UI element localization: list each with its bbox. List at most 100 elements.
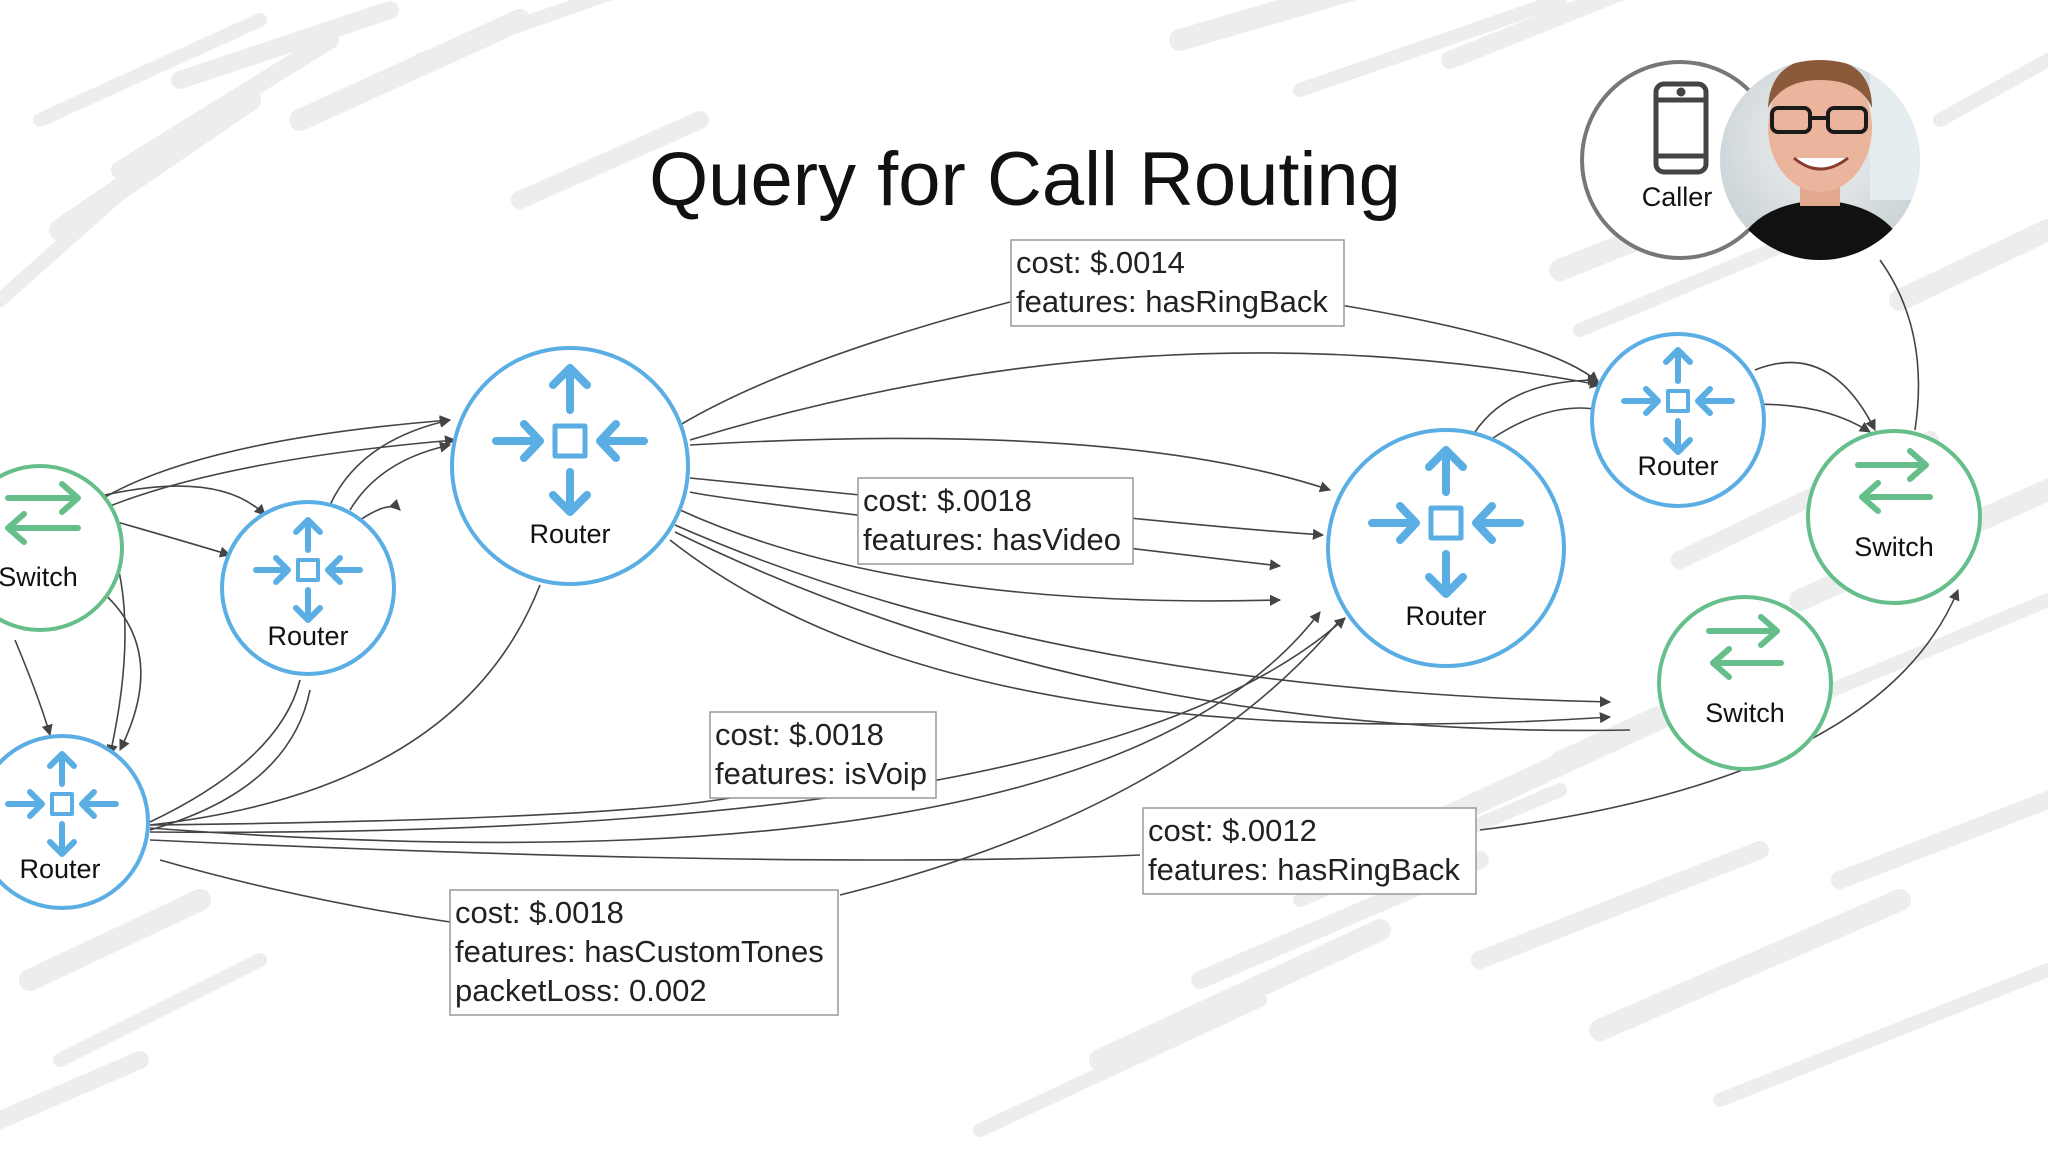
edge (104, 485, 266, 516)
background-stripe (413, 0, 613, 67)
edge (674, 531, 1631, 732)
edge-label-box (1010, 239, 1345, 327)
background-stripe (1889, 219, 2048, 311)
edge (99, 435, 457, 511)
switch-icon (1855, 448, 1933, 514)
router-node-small-left[interactable]: Router (220, 500, 396, 676)
edge (149, 584, 541, 826)
edge (689, 437, 1332, 493)
edge (1489, 407, 1601, 441)
edge-label-line: packetLoss: 0.002 (455, 973, 707, 1008)
edge (149, 611, 1321, 844)
edge (149, 689, 311, 831)
switch-label-left: Switch (0, 562, 78, 592)
edge-label: cost: $.0018 features: hasVideo (857, 477, 1134, 565)
edge-label-line: cost: $.0018 (715, 717, 884, 752)
edge-label-line: features: hasRingBack (1148, 852, 1460, 887)
edge (149, 839, 1141, 861)
slide-title: Query for Call Routing (649, 137, 1401, 222)
background-stripe (53, 953, 267, 1067)
background-stripe (0, 1051, 149, 1129)
background-stripe (1713, 963, 2048, 1107)
edge (159, 859, 451, 923)
caller-label: Caller (1642, 182, 1713, 212)
switch-icon (5, 481, 81, 545)
background-stripe (973, 993, 1267, 1137)
edge (99, 589, 142, 752)
edge (349, 441, 452, 511)
edge (359, 498, 401, 521)
router-label-bottom-left: Router (19, 854, 100, 884)
switch-node-right-top[interactable]: Switch (1806, 429, 1982, 605)
edge (329, 416, 452, 506)
caller-node[interactable]: Caller (1580, 60, 1780, 260)
edge (1879, 259, 1920, 431)
switch-label-right-bottom: Switch (1705, 698, 1785, 728)
router-icon (253, 517, 363, 623)
edge (679, 509, 1282, 606)
edge-label-box (709, 711, 937, 799)
edge (149, 679, 301, 823)
nodes: Switch Router Router (0, 60, 1982, 910)
edge (1339, 304, 1599, 383)
edge-label-box (449, 889, 839, 1016)
router-label-small-right: Router (1637, 451, 1718, 481)
edge (14, 639, 53, 737)
switch-node-right-bottom[interactable]: Switch (1657, 595, 1833, 771)
presenter-avatar (1720, 60, 1920, 260)
edge (689, 352, 1602, 441)
edge-label: cost: $.0014 features: hasRingBack (1010, 239, 1345, 327)
router-label-big-center: Router (529, 519, 610, 549)
router-node-big-right[interactable]: Router (1326, 428, 1566, 668)
router-node-small-right[interactable]: Router (1590, 332, 1766, 508)
router-icon (1368, 446, 1524, 598)
background-stripe (1089, 919, 1391, 1071)
edge (674, 524, 1612, 708)
edge-label-line: cost: $.0014 (1016, 245, 1185, 280)
edge-label-line: features: hasVideo (863, 522, 1121, 557)
edge (1474, 374, 1600, 433)
router-icon (5, 751, 119, 857)
background-stripe (1831, 791, 2048, 889)
edge (669, 539, 1612, 725)
router-icon (1621, 347, 1735, 455)
edge-label-box (857, 477, 1134, 565)
router-icon (492, 364, 648, 516)
switch-node-left[interactable]: Switch (0, 464, 124, 632)
router-node-bottom-left[interactable]: Router (0, 734, 150, 910)
edge (109, 519, 232, 558)
edge (1129, 517, 1325, 540)
switch-icon (1706, 614, 1784, 680)
background-stripe (171, 1, 399, 89)
edge-label-line: cost: $.0018 (863, 483, 1032, 518)
background-stripe (0, 133, 187, 307)
router-node-big-center[interactable]: Router (450, 346, 690, 586)
edge-label-line: features: hasRingBack (1016, 284, 1328, 319)
background-stripe (1441, 0, 1625, 69)
edge (1754, 361, 1876, 432)
router-label-big-right: Router (1405, 601, 1486, 631)
edge (679, 301, 1011, 426)
background-stripe (1589, 889, 1911, 1041)
router-label-small-left: Router (267, 621, 348, 651)
switch-label-right-top: Switch (1854, 532, 1934, 562)
edge (149, 797, 731, 826)
edge (839, 619, 1341, 896)
edge-label-line: features: isVoip (715, 756, 927, 791)
edge-label-line: cost: $.0018 (455, 895, 624, 930)
smartphone-icon (1653, 81, 1709, 175)
edge-label-box (1142, 807, 1477, 895)
background-stripe (1293, 0, 1567, 97)
background-stripe (1169, 0, 1357, 51)
edge (99, 415, 452, 501)
edge (689, 477, 861, 496)
edge-label: cost: $.0018 features: hasCustomTones pack… (449, 889, 839, 1016)
edge-label-line: features: hasCustomTones (455, 934, 824, 969)
background-stripe (1471, 841, 1769, 969)
background-stripe (1933, 53, 2048, 127)
background-stripe (33, 13, 267, 127)
background-stripe (19, 889, 211, 991)
